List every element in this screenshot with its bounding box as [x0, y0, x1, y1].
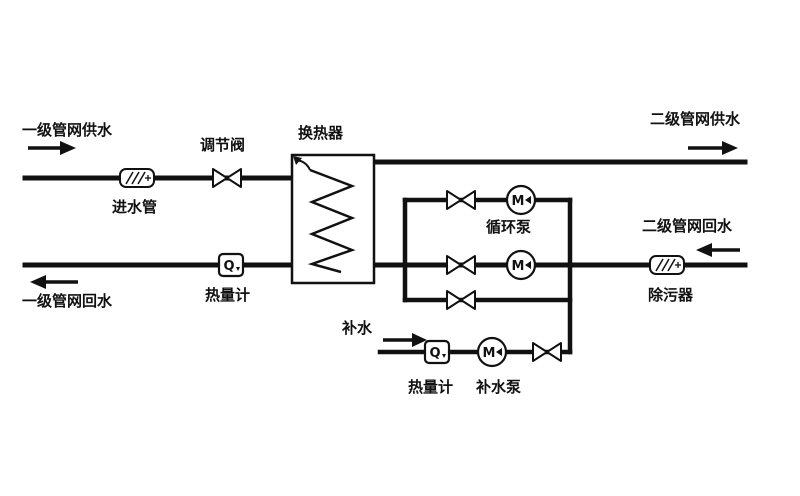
heat-meter-makeup-symbol: Q: [423, 339, 451, 365]
arrow-secondary-return-left: [696, 243, 740, 257]
heat-exchanger-coil: [307, 168, 356, 274]
pump-direction-mark: [525, 261, 531, 269]
regulating-valve-icon: [212, 168, 242, 188]
valve-branch-middle-icon: [446, 255, 476, 275]
filter-icon: [649, 255, 685, 275]
valve-branch-bottom-icon: [446, 290, 476, 310]
filter-icon: [119, 168, 155, 188]
heat-exchanger-symbol: [290, 153, 376, 285]
meter-icon: [423, 339, 451, 365]
circulation-pump-top: M: [505, 184, 537, 216]
pump-icon: [505, 184, 537, 216]
label-makeup-water: 补水: [341, 319, 373, 337]
pump-manifold: [377, 197, 573, 355]
label-heat-exchanger: 换热器: [298, 124, 344, 142]
flow-arrows: [28, 141, 740, 347]
meter-icon: [217, 252, 245, 278]
circulation-pump-middle: M: [505, 249, 537, 281]
meter-mark: [236, 267, 240, 271]
label-circulation-pump: 循环泵: [486, 218, 531, 236]
filter-plus-mark: [145, 175, 151, 181]
filter-hatching: [655, 258, 676, 272]
pump-letter: M: [512, 194, 525, 209]
meter-mark: [442, 354, 446, 358]
heat-meter-primary-symbol: Q: [217, 252, 245, 278]
diagram-labels: 一级管网供水 调节阀 换热器 二级管网供水 进水管 热量计 一级管网回水 循环泵…: [22, 110, 741, 396]
arrow-primary-return-left: [30, 275, 78, 289]
label-heat-meter-makeup: 热量计: [408, 378, 453, 396]
pump-icon: [476, 336, 508, 368]
meter-letter: Q: [429, 346, 440, 361]
label-dirt-separator: 除污器: [648, 286, 694, 304]
filter-plus-mark: [675, 262, 681, 268]
arrow-makeup-right: [383, 333, 427, 347]
meter-letter: Q: [223, 259, 234, 274]
arrow-primary-supply-right: [28, 141, 76, 155]
label-secondary-supply: 二级管网供水: [650, 110, 741, 128]
pump-letter: M: [483, 346, 496, 361]
makeup-pump-symbol: M: [476, 336, 508, 368]
label-heat-meter-primary: 热量计: [205, 286, 250, 304]
heat-exchanger-inlet-arrowhead: [293, 156, 302, 165]
label-secondary-return: 二级管网回水: [642, 217, 733, 235]
pump-letter: M: [512, 259, 525, 274]
pump-direction-mark: [496, 348, 502, 356]
dirt-separator-symbol: [649, 255, 685, 275]
label-primary-supply: 一级管网供水: [22, 121, 113, 139]
label-makeup-pump: 补水泵: [475, 378, 521, 396]
valves: [212, 168, 562, 362]
label-primary-return: 一级管网回水: [22, 292, 113, 310]
filter-hatching: [125, 171, 146, 185]
label-regulating-valve: 调节阀: [200, 136, 245, 154]
heat-exchanger-body: [290, 153, 376, 285]
pump-direction-mark: [525, 196, 531, 204]
valve-branch-top-icon: [446, 190, 476, 210]
pump-icon: [505, 249, 537, 281]
arrow-secondary-supply-right: [688, 141, 738, 155]
inlet-filter-symbol: [119, 168, 155, 188]
valve-makeup-icon: [532, 342, 562, 362]
label-inlet-pipe: 进水管: [112, 198, 157, 216]
